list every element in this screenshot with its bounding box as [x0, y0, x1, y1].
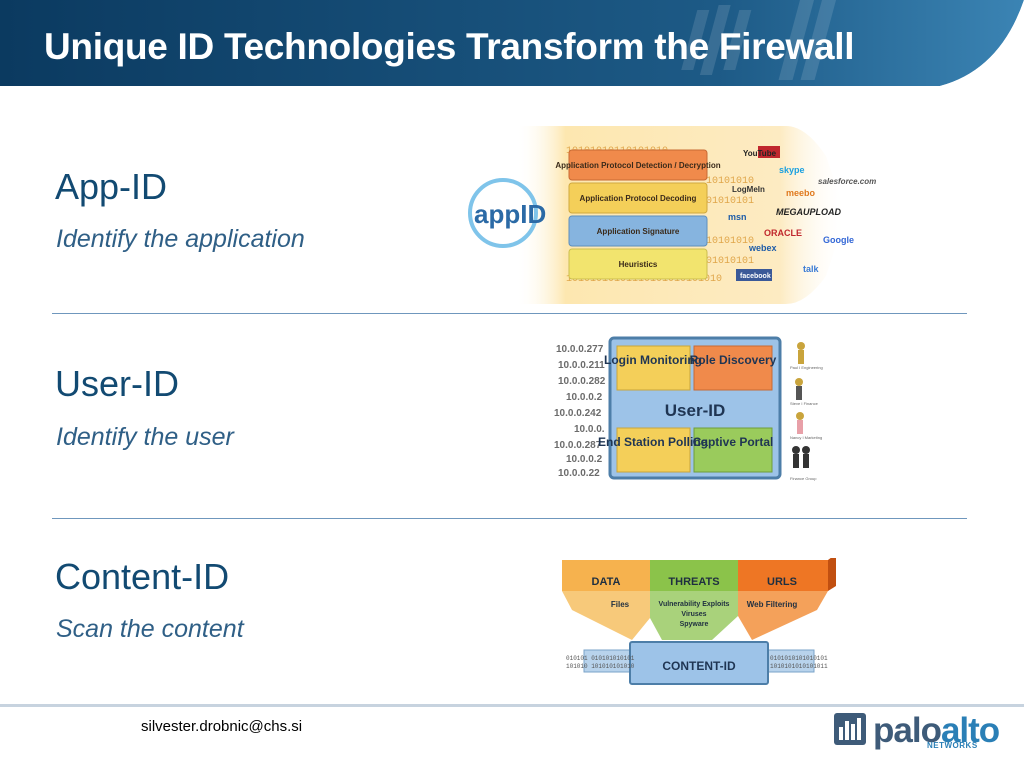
userid-endstation: End Station Polling — [598, 435, 708, 449]
ip-2: 10.0.0.211 — [558, 360, 605, 371]
app-salesforce: salesforce.com — [818, 177, 876, 186]
section-subtitle-appid: Identify the application — [56, 225, 305, 253]
contentid-urls-body: Web Filtering — [747, 600, 798, 609]
paloalto-logo-icon — [834, 713, 866, 750]
userid-captive: Captive Portal — [693, 435, 774, 449]
ip-1: 10.0.0.277 — [556, 344, 604, 355]
appid-layer-3: Application Signature — [597, 227, 680, 236]
section-subtitle-contentid: Scan the content — [56, 615, 244, 643]
user-label-4: Finance Group — [790, 476, 817, 481]
threats-line: Spyware — [680, 621, 709, 628]
app-talk: talk — [803, 264, 820, 274]
banner-background — [0, 0, 1024, 86]
appid-logo: appID — [468, 178, 546, 248]
svg-text:10101010: 10101010 — [706, 176, 754, 187]
binary-right-2: 1010101010101011 — [770, 663, 828, 670]
ip-5: 10.0.0.242 — [554, 408, 602, 419]
app-facebook: facebook — [740, 273, 771, 280]
appid-logo-text: appID — [474, 199, 546, 229]
ip-7: 10.0.0.287 — [554, 440, 602, 451]
threats-line: Viruses — [681, 611, 706, 618]
contentid-title: CONTENT-ID — [662, 659, 736, 673]
paloalto-logo: paloalto — [873, 711, 1000, 751]
binary-right-1: 0101010101010101 — [770, 655, 828, 662]
binary-left-2: 101010 101010101010 — [566, 663, 635, 670]
threats-line: Vulnerability Exploits — [659, 601, 730, 608]
section-divider-1 — [52, 313, 967, 314]
logo-alto: alto — [940, 711, 1000, 750]
footer-email: silvester.drobnic@chs.si — [141, 718, 303, 735]
logo-palo: palo — [873, 711, 942, 750]
logo-networks: NETWORKS — [927, 741, 978, 750]
appid-layer-2: Application Protocol Decoding — [580, 194, 697, 203]
svg-text:01010101: 01010101 — [706, 196, 754, 207]
footer-divider — [0, 704, 1024, 707]
appid-layer-1: Application Protocol Detection / Decrypt… — [555, 161, 720, 170]
slide-title: Unique ID Technologies Transform the Fir… — [44, 26, 855, 67]
app-logmein: LogMeIn — [732, 185, 765, 194]
contentid-urls-head: URLS — [767, 576, 797, 588]
user-label-3: Nancy I Marketing — [790, 435, 822, 440]
contentid-data-head: DATA — [592, 576, 621, 588]
svg-text:10101010: 10101010 — [706, 236, 754, 247]
svg-text:01010101: 01010101 — [706, 256, 754, 267]
ip-6: 10.0.0. — [574, 424, 605, 435]
app-youtube: YouTube — [743, 149, 777, 158]
contentid-threats-head: THREATS — [668, 576, 719, 588]
app-msn: msn — [728, 212, 747, 222]
userid-role: Role Discovery — [690, 353, 777, 367]
contentid-data-body: Files — [611, 600, 630, 609]
app-google: Google — [823, 235, 854, 245]
contentid-diagram: DATA THREATS URLS Files Vulnerability Ex… — [562, 554, 838, 693]
app-oracle: ORACLE — [764, 228, 802, 238]
app-megaupload: MEGAUPLOAD — [776, 207, 842, 217]
section-title-appid: App-ID — [55, 166, 168, 207]
section-title-userid: User-ID — [55, 363, 179, 404]
appid-layer-4: Heuristics — [619, 260, 658, 269]
user-label-2: Steve I Finance — [790, 401, 819, 406]
ip-8: 10.0.0.2 — [566, 454, 603, 465]
ip-4: 10.0.0.2 — [566, 392, 603, 403]
userid-login: Login Monitoring — [604, 353, 702, 367]
section-title-contentid: Content-ID — [55, 556, 230, 597]
binary-left-1: 010101 010101010101 — [566, 655, 635, 662]
section-divider-2 — [52, 518, 967, 519]
app-skype: skype — [779, 165, 805, 175]
user-label-1: Paul I Engineering — [790, 365, 823, 370]
title-banner: Unique ID Technologies Transform the Fir… — [0, 0, 1024, 86]
ip-9: 10.0.0.22 — [558, 468, 600, 479]
app-webex: webex — [748, 243, 777, 253]
userid-title: User-ID — [665, 401, 725, 420]
section-subtitle-userid: Identify the user — [56, 423, 234, 451]
app-meebo: meebo — [786, 188, 816, 198]
userid-diagram: 10.0.0.277 10.0.0.211 10.0.0.282 10.0.0.… — [550, 336, 830, 489]
ip-3: 10.0.0.282 — [558, 376, 606, 387]
